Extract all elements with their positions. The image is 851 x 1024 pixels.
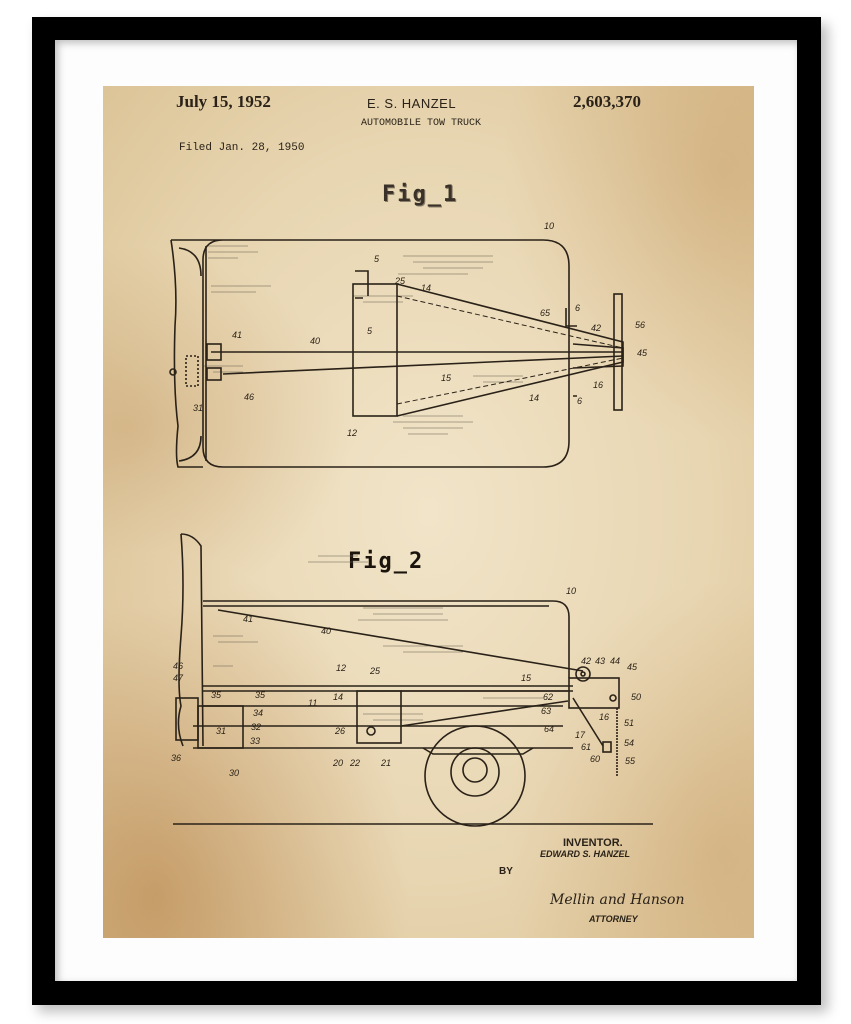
inventor-heading: E. S. HANZEL bbox=[367, 96, 457, 111]
svg-text:21: 21 bbox=[380, 758, 391, 768]
svg-text:15: 15 bbox=[521, 673, 532, 683]
svg-text:46: 46 bbox=[244, 392, 254, 402]
svg-text:12: 12 bbox=[347, 428, 357, 438]
svg-text:47: 47 bbox=[173, 673, 184, 683]
inventor-label: INVENTOR. bbox=[563, 837, 623, 849]
svg-text:43: 43 bbox=[595, 656, 605, 666]
svg-text:15: 15 bbox=[441, 373, 452, 383]
svg-text:45: 45 bbox=[627, 662, 638, 672]
patent-print: July 15, 1952 E. S. HANZEL 2,603,370 AUT… bbox=[103, 86, 754, 938]
svg-text:6: 6 bbox=[577, 396, 582, 406]
svg-text:14: 14 bbox=[421, 283, 431, 293]
svg-text:30: 30 bbox=[229, 768, 239, 778]
svg-text:51: 51 bbox=[624, 718, 634, 728]
svg-text:33: 33 bbox=[250, 736, 260, 746]
svg-text:35: 35 bbox=[211, 690, 222, 700]
svg-text:14: 14 bbox=[529, 393, 539, 403]
svg-text:50: 50 bbox=[631, 692, 641, 702]
svg-text:10: 10 bbox=[544, 221, 554, 231]
filed-date: Filed Jan. 28, 1950 bbox=[179, 142, 305, 154]
attorney-signature: Mellin and Hanson bbox=[550, 892, 685, 908]
svg-text:12: 12 bbox=[336, 663, 346, 673]
inventor-name: EDWARD S. HANZEL bbox=[540, 849, 630, 859]
svg-text:41: 41 bbox=[232, 330, 242, 340]
svg-text:40: 40 bbox=[321, 626, 331, 636]
svg-text:6: 6 bbox=[575, 303, 580, 313]
svg-text:14: 14 bbox=[333, 692, 343, 702]
svg-text:10: 10 bbox=[566, 586, 576, 596]
by-label: BY bbox=[499, 866, 513, 877]
svg-text:16: 16 bbox=[593, 380, 603, 390]
svg-text:26: 26 bbox=[334, 726, 345, 736]
svg-text:42: 42 bbox=[581, 656, 591, 666]
svg-text:45: 45 bbox=[637, 348, 648, 358]
svg-text:56: 56 bbox=[635, 320, 645, 330]
svg-text:22: 22 bbox=[349, 758, 360, 768]
svg-text:42: 42 bbox=[591, 323, 601, 333]
svg-text:55: 55 bbox=[625, 756, 636, 766]
svg-text:17: 17 bbox=[575, 730, 586, 740]
patent-number: 2,603,370 bbox=[573, 92, 641, 111]
svg-text:16: 16 bbox=[599, 712, 609, 722]
svg-text:32: 32 bbox=[251, 722, 261, 732]
svg-text:36: 36 bbox=[171, 753, 181, 763]
svg-text:46: 46 bbox=[173, 661, 183, 671]
svg-text:61: 61 bbox=[581, 742, 591, 752]
svg-text:54: 54 bbox=[624, 738, 634, 748]
svg-text:34: 34 bbox=[253, 708, 263, 718]
patent-title: AUTOMOBILE TOW TRUCK bbox=[361, 118, 482, 129]
svg-text:44: 44 bbox=[610, 656, 620, 666]
attorney-label: ATTORNEY bbox=[589, 914, 638, 924]
svg-text:31: 31 bbox=[216, 726, 226, 736]
svg-text:41: 41 bbox=[243, 614, 253, 624]
patent-date: July 15, 1952 bbox=[176, 92, 271, 111]
svg-text:31: 31 bbox=[193, 403, 203, 413]
svg-text:64: 64 bbox=[544, 724, 554, 734]
svg-text:65: 65 bbox=[540, 308, 551, 318]
svg-text:11: 11 bbox=[308, 698, 317, 708]
fig-1-label: Fig_1 bbox=[382, 182, 459, 207]
svg-text:5: 5 bbox=[367, 326, 373, 336]
svg-text:25: 25 bbox=[394, 276, 406, 286]
svg-text:5: 5 bbox=[374, 254, 380, 264]
svg-text:25: 25 bbox=[369, 666, 381, 676]
svg-text:35: 35 bbox=[255, 690, 266, 700]
svg-text:60: 60 bbox=[590, 754, 600, 764]
svg-text:63: 63 bbox=[541, 706, 551, 716]
svg-text:62: 62 bbox=[543, 692, 553, 702]
svg-text:40: 40 bbox=[310, 336, 320, 346]
svg-text:20: 20 bbox=[332, 758, 343, 768]
